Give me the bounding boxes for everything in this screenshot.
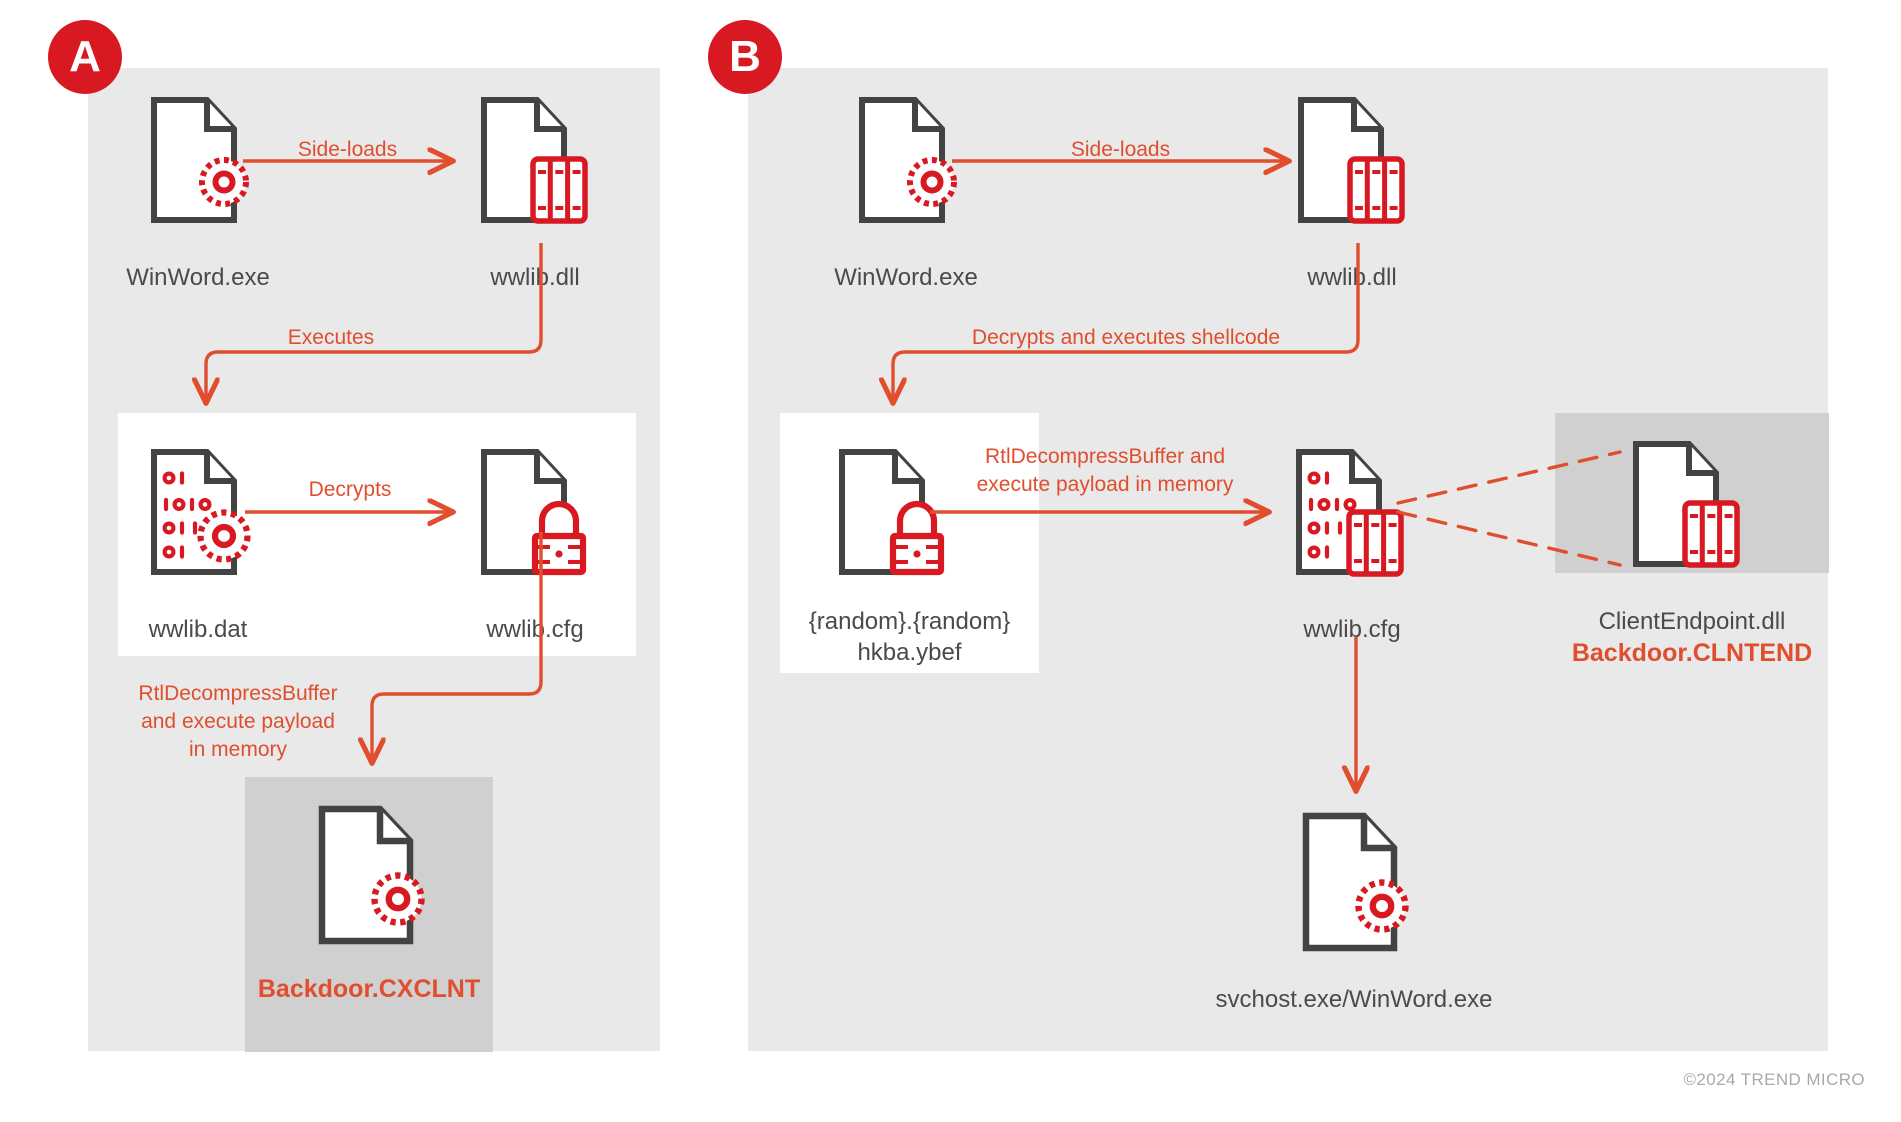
node-a-wwlibcfg bbox=[480, 448, 590, 576]
node-a-wwlibdll-label: wwlib.dll bbox=[490, 264, 580, 291]
file-lock-icon bbox=[481, 449, 587, 576]
node-a-winword-label: WinWord.exe bbox=[126, 264, 270, 291]
node-b-random-label: {random}.{random} hkba.ybef bbox=[808, 608, 1011, 666]
node-a-winword bbox=[150, 96, 249, 224]
connector-label-a-rtl: RtlDecompressBuffer and execute payload … bbox=[138, 682, 338, 761]
node-a-backdoor-label: Backdoor.CXCLNT bbox=[257, 975, 481, 1003]
file-binary-gear-icon bbox=[151, 449, 251, 575]
file-dll-icon bbox=[1298, 97, 1405, 224]
file-gear-icon bbox=[318, 805, 425, 945]
node-b-wwlibdll-label: wwlib.dll bbox=[1307, 264, 1397, 291]
node-b-winword-label: WinWord.exe bbox=[834, 264, 978, 291]
copyright-text: ©2024 TREND MICRO bbox=[1683, 1070, 1865, 1089]
node-b-wwlibcfg bbox=[1295, 448, 1407, 578]
file-gear-icon bbox=[859, 97, 957, 223]
panel-a-badge-label: A bbox=[69, 32, 101, 81]
node-b-clientendpoint bbox=[1632, 440, 1742, 568]
connector-label-a-executes: Executes bbox=[287, 326, 375, 349]
node-a-wwlibdat bbox=[150, 448, 251, 576]
node-a-wwlibdll bbox=[480, 96, 590, 224]
connector-label-b-sideloads: Side-loads bbox=[1070, 138, 1171, 161]
file-gear-icon bbox=[151, 97, 249, 223]
node-b-winword bbox=[858, 96, 957, 224]
file-gear-icon bbox=[1302, 812, 1409, 952]
panel-a-badge: A bbox=[48, 20, 122, 94]
node-a-wwlibdat-label: wwlib.dat bbox=[148, 616, 248, 643]
node-b-clientendpoint-detection-label: Backdoor.CLNTEND bbox=[1571, 639, 1813, 667]
connector-label-a-decrypts: Decrypts bbox=[308, 478, 392, 501]
node-b-clientendpoint-label: ClientEndpoint.dll bbox=[1598, 608, 1786, 635]
panel-b-badge: B bbox=[708, 20, 782, 94]
file-dll-icon bbox=[1633, 441, 1740, 568]
file-binary-dll-icon bbox=[1296, 449, 1404, 577]
node-b-svchost bbox=[1302, 812, 1409, 952]
connector-label-b-rtl: RtlDecompressBuffer and execute payload … bbox=[976, 445, 1234, 496]
node-b-random bbox=[838, 448, 948, 576]
node-b-svchost-label: svchost.exe/WinWord.exe bbox=[1215, 986, 1493, 1013]
node-b-wwlibdll bbox=[1297, 96, 1407, 224]
connector-label-a-sideloads: Side-loads bbox=[297, 138, 398, 161]
connector-label-b-decrypts: Decrypts and executes shellcode bbox=[971, 326, 1281, 349]
file-dll-icon bbox=[481, 97, 588, 224]
node-a-wwlibcfg-label: wwlib.cfg bbox=[486, 616, 584, 643]
node-a-backdoor bbox=[318, 805, 425, 945]
node-b-wwlibcfg-label: wwlib.cfg bbox=[1303, 616, 1401, 643]
panel-b-badge-label: B bbox=[729, 32, 761, 81]
file-lock-icon bbox=[839, 449, 945, 576]
